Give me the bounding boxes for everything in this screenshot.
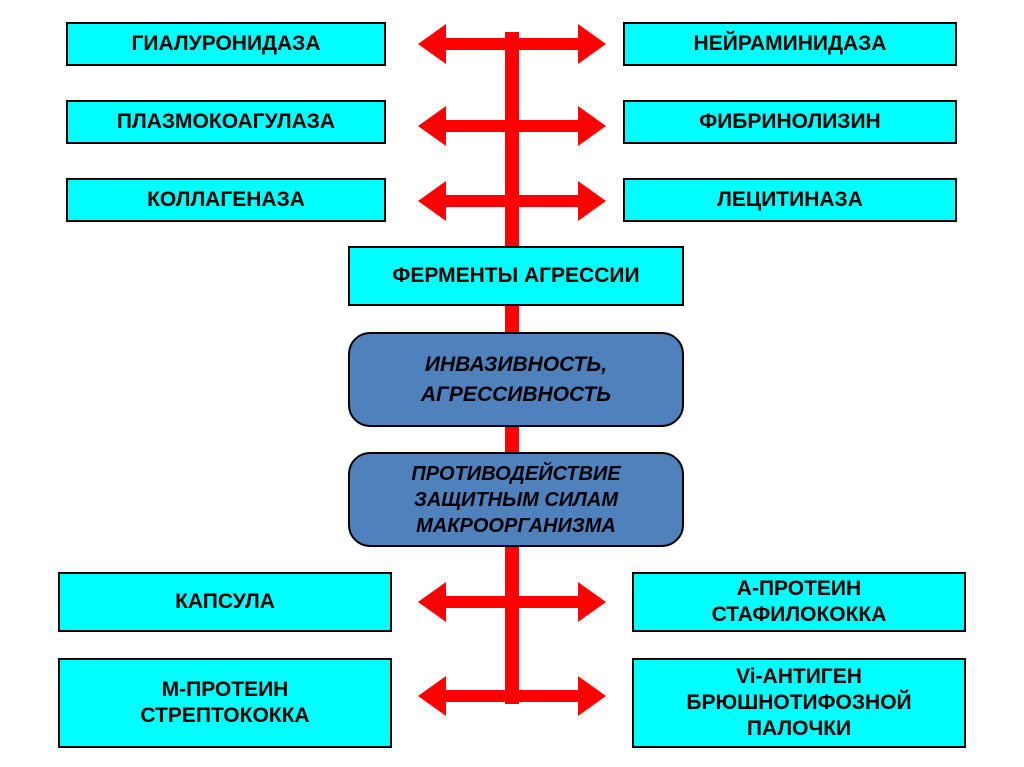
double-arrow-2 xyxy=(418,106,606,146)
collagenase-label: КОЛЛАГЕНАЗА xyxy=(147,187,305,211)
fibrinolysin-box: ФИБРИНОЛИЗИН xyxy=(623,100,957,144)
plasmocoagulase-box: ПЛАЗМОКОАГУЛАЗА xyxy=(66,100,386,144)
lecithinase-label: ЛЕЦИТИНАЗА xyxy=(717,187,863,211)
capsule-label: КАПСУЛА xyxy=(175,589,275,613)
vi-antigen-label: Vi-АНТИГЕН БРЮШНОТИФОЗНОЙ ПАЛОЧКИ xyxy=(686,664,912,741)
double-arrow-1 xyxy=(418,24,606,64)
fibrinolysin-label: ФИБРИНОЛИЗИН xyxy=(699,109,881,133)
neuraminidase-label: НЕЙРАМИНИДАЗА xyxy=(693,31,887,55)
m-protein-box: М-ПРОТЕИН СТРЕПТОКОККА xyxy=(58,658,392,748)
double-arrow-4 xyxy=(418,582,606,622)
lecithinase-box: ЛЕЦИТИНАЗА xyxy=(623,178,957,222)
capsule-box: КАПСУЛА xyxy=(58,572,392,632)
aggression-enzymes-box: ФЕРМЕНТЫ АГРЕССИИ xyxy=(348,246,684,306)
aggression-enzymes-label: ФЕРМЕНТЫ АГРЕССИИ xyxy=(392,263,640,287)
vi-antigen-box: Vi-АНТИГЕН БРЮШНОТИФОЗНОЙ ПАЛОЧКИ xyxy=(632,658,966,748)
counteraction-label: ПРОТИВОДЕЙСТВИЕ ЗАЩИТНЫМ СИЛАМ МАКРООРГА… xyxy=(411,462,621,537)
invasiveness-box: ИНВАЗИВНОСТЬ, АГРЕССИВНОСТЬ xyxy=(348,332,684,427)
hyaluronidase-label: ГИАЛУРОНИДАЗА xyxy=(131,31,321,55)
double-arrow-5 xyxy=(418,676,606,716)
double-arrow-3 xyxy=(418,181,606,221)
collagenase-box: КОЛЛАГЕНАЗА xyxy=(66,178,386,222)
plasmocoagulase-label: ПЛАЗМОКОАГУЛАЗА xyxy=(116,109,336,133)
counteraction-box: ПРОТИВОДЕЙСТВИЕ ЗАЩИТНЫМ СИЛАМ МАКРООРГА… xyxy=(348,452,684,547)
hyaluronidase-box: ГИАЛУРОНИДАЗА xyxy=(66,22,386,66)
a-protein-label: А-ПРОТЕИН СТАФИЛОКОККА xyxy=(711,576,887,626)
m-protein-label: М-ПРОТЕИН СТРЕПТОКОККА xyxy=(140,677,310,727)
a-protein-box: А-ПРОТЕИН СТАФИЛОКОККА xyxy=(632,572,966,632)
neuraminidase-box: НЕЙРАМИНИДАЗА xyxy=(623,22,957,66)
invasiveness-label: ИНВАЗИВНОСТЬ, АГРЕССИВНОСТЬ xyxy=(420,353,612,406)
